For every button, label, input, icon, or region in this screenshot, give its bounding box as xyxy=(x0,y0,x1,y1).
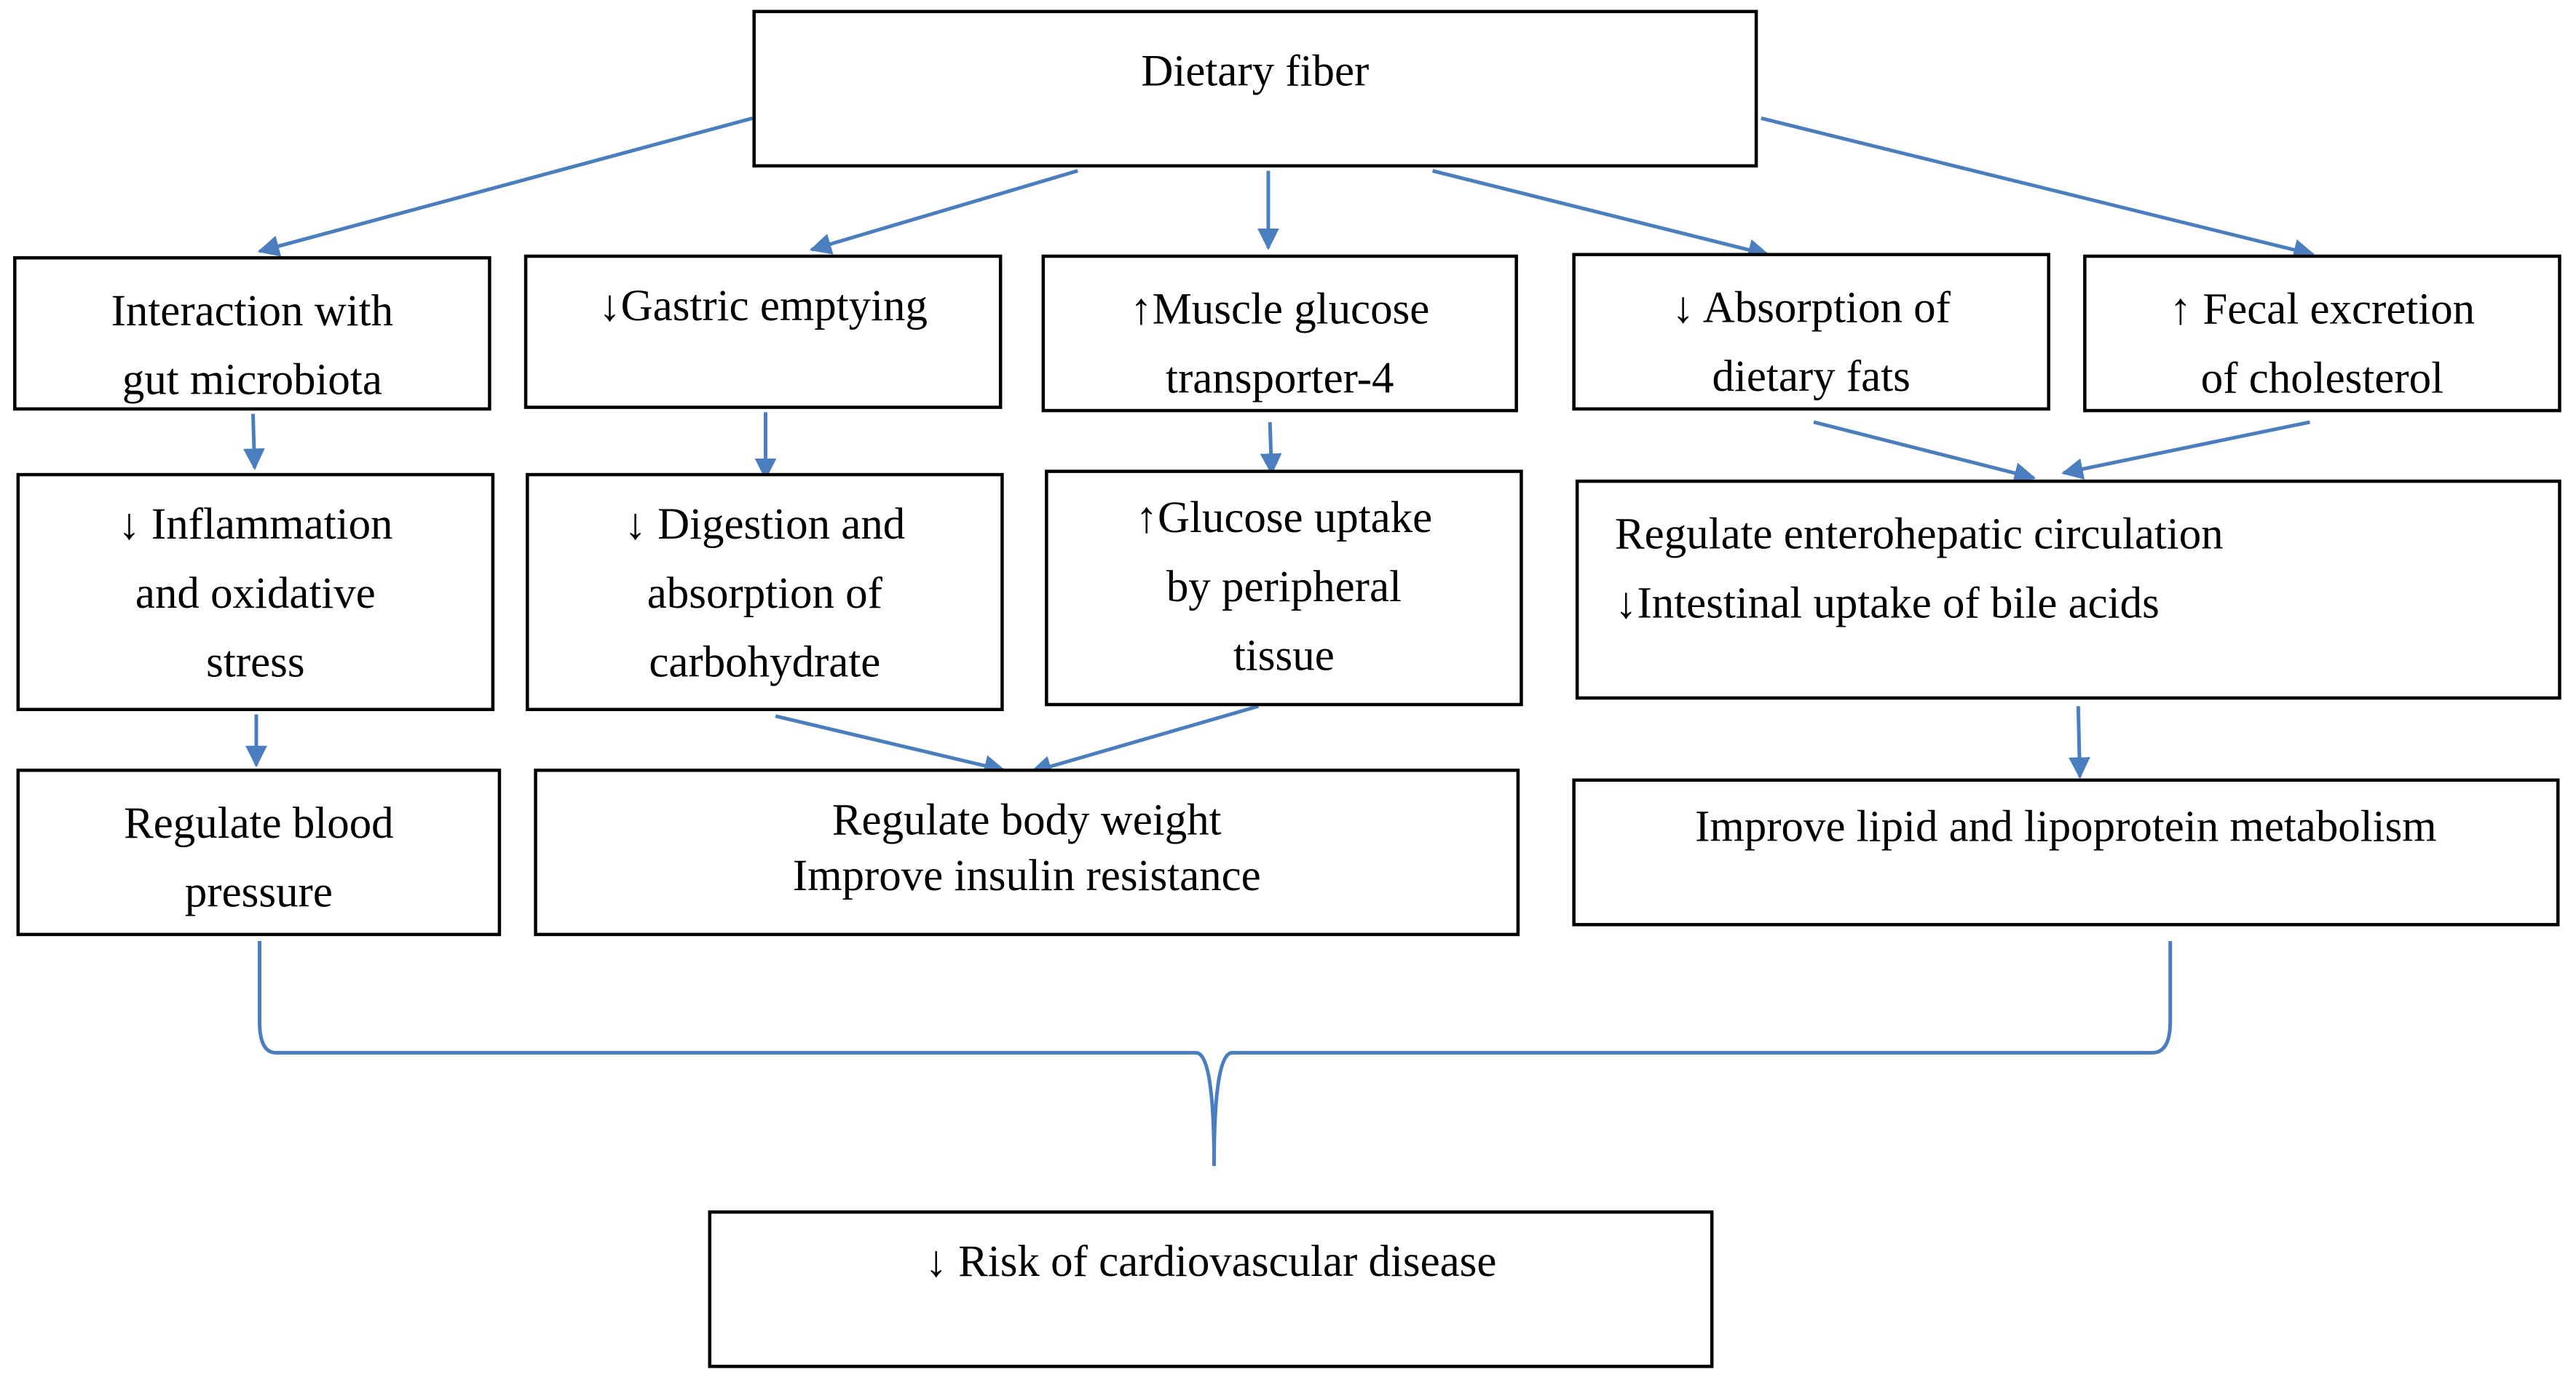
node-gut-microbiota: Interaction with gut microbiota xyxy=(13,255,491,411)
node-line: ↑Glucose uptake xyxy=(1135,492,1433,542)
arrow-digestion-to-body-weight xyxy=(775,714,1006,777)
arrow-glut4-to-glucose-uptake xyxy=(1260,421,1282,475)
node-line: Improve lipid and lipoprotein metabolism xyxy=(1695,801,2437,851)
arrow-fiber-to-gut-microbiota xyxy=(257,116,754,257)
node-line: Interaction with xyxy=(111,285,394,336)
node-line: ↓ Risk of cardiovascular disease xyxy=(925,1237,1497,1286)
node-line: carbohydrate xyxy=(649,637,881,687)
node-line: Regulate enterohepatic circulation xyxy=(1615,509,2224,559)
node-line: ↑ Fecal excretion xyxy=(2169,284,2476,334)
node-cvd-risk: ↓ Risk of cardiovascular disease xyxy=(708,1210,1714,1368)
arrow-glucose-uptake-to-body-weight xyxy=(1030,704,1260,777)
node-line: tissue xyxy=(1233,630,1335,681)
node-enterohepatic: Regulate enterohepatic circulation ↓Inte… xyxy=(1575,479,2561,700)
node-line: ↑Muscle glucose xyxy=(1130,284,1430,334)
node-body-weight: Regulate body weight Improve insulin res… xyxy=(534,768,1520,937)
node-lipid-metabolism: Improve lipid and lipoprotein metabolism xyxy=(1572,778,2560,927)
node-blood-pressure: Regulate blood pressure xyxy=(16,768,502,937)
node-line: Improve insulin resistance xyxy=(792,850,1261,900)
node-muscle-glut4: ↑Muscle glucose transporter-4 xyxy=(1041,254,1518,413)
node-digestion-carbohydrate: ↓ Digestion and absorption of carbohydra… xyxy=(526,472,1004,712)
arrow-cholesterol-to-enterohepatic xyxy=(2061,420,2311,480)
arrow-gut-to-inflammation xyxy=(243,413,265,471)
arrow-enterohepatic-to-lipid xyxy=(2069,706,2090,780)
node-line: absorption of xyxy=(647,568,882,618)
node-line: ↓Intestinal uptake of bile acids xyxy=(1615,578,2160,627)
arrow-fiber-to-gastric-emptying xyxy=(809,169,1078,255)
node-line: gut microbiota xyxy=(122,354,382,405)
node-line: Regulate body weight xyxy=(831,795,1222,844)
arrow-fiber-to-fecal-cholesterol xyxy=(1761,116,2315,261)
node-gastric-emptying: ↓Gastric emptying xyxy=(524,254,1003,409)
node-line: dietary fats xyxy=(1712,351,1911,401)
node-line: ↓Gastric emptying xyxy=(598,280,928,330)
arrow-fats-to-enterohepatic xyxy=(1813,420,2036,484)
node-glucose-uptake: ↑Glucose uptake by peripheral tissue xyxy=(1045,469,1523,707)
node-line: by peripheral xyxy=(1166,561,1402,611)
node-dietary-fiber: Dietary fiber xyxy=(752,9,1758,168)
node-line: and oxidative xyxy=(135,568,376,618)
node-line: Dietary fiber xyxy=(1141,46,1370,95)
node-line: Regulate blood xyxy=(124,798,394,848)
node-line: of cholesterol xyxy=(2200,353,2444,402)
brace-bracket xyxy=(258,940,2173,1167)
node-inflammation: ↓ Inflammation and oxidative stress xyxy=(16,472,495,712)
node-line: pressure xyxy=(184,867,333,917)
arrow-fiber-to-absorption-fats xyxy=(1431,169,1770,261)
node-fecal-cholesterol: ↑ Fecal excretion of cholesterol xyxy=(2083,254,2561,413)
node-line: ↓ Absorption of xyxy=(1672,282,1951,332)
node-absorption-fats: ↓ Absorption of dietary fats xyxy=(1572,253,2050,411)
node-line: ↓ Digestion and xyxy=(624,499,906,549)
node-line: stress xyxy=(206,637,305,687)
node-line: ↓ Inflammation xyxy=(118,499,393,549)
node-line: transporter-4 xyxy=(1166,353,1394,402)
